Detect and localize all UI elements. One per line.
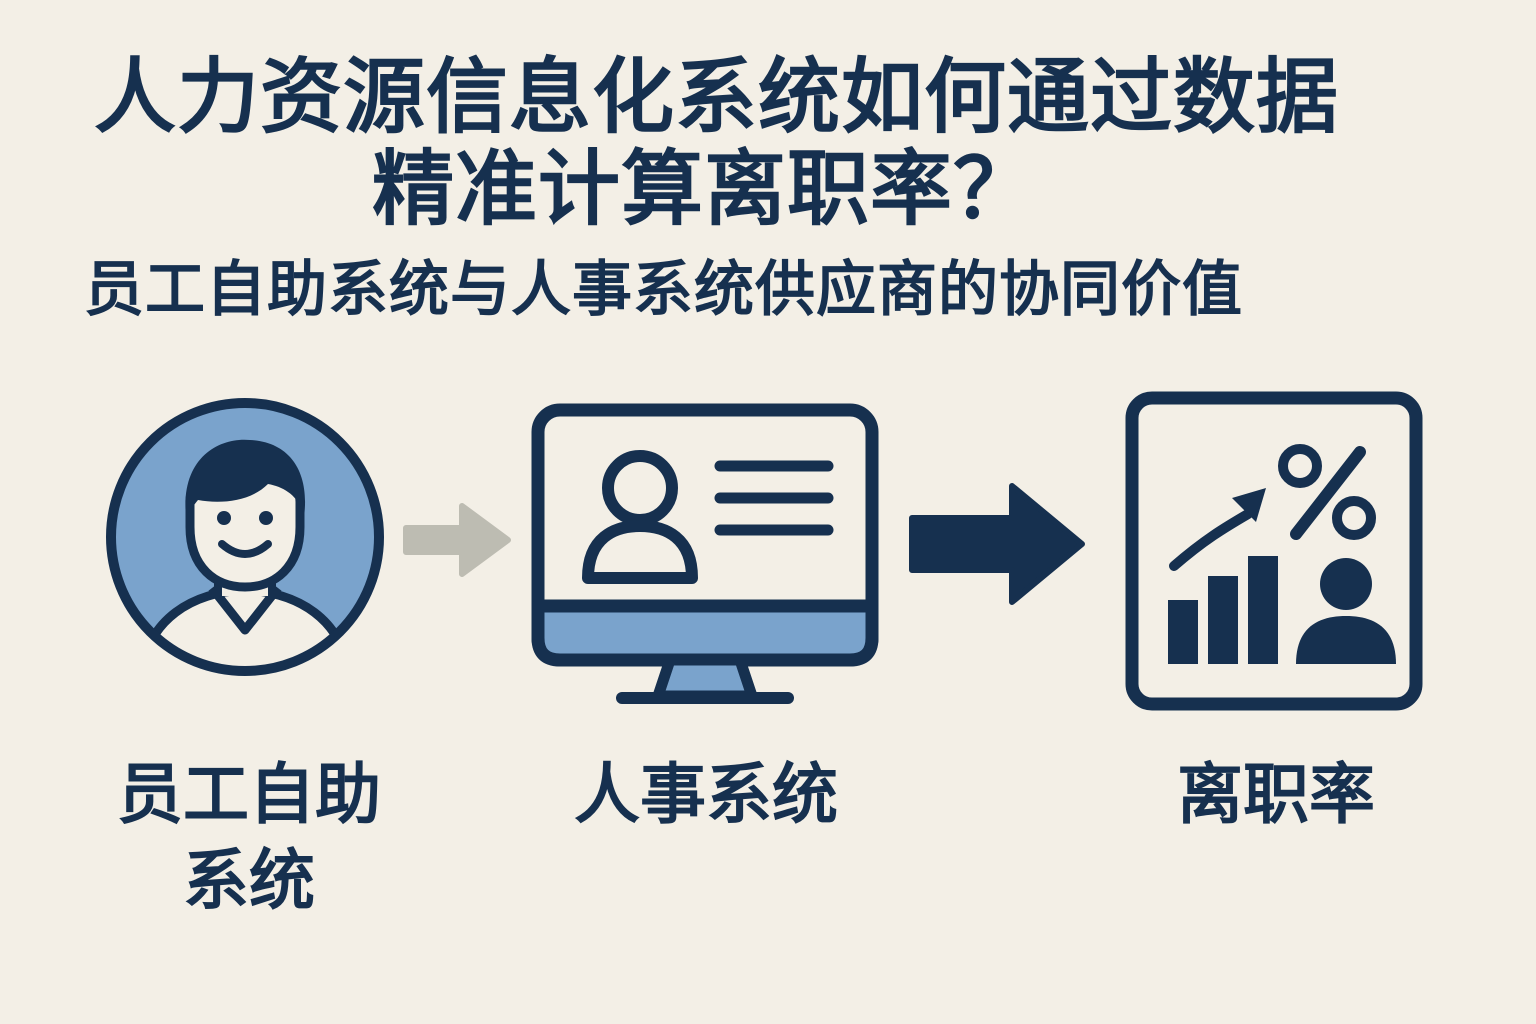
label-employee-self-service-line1: 员工自助 bbox=[117, 756, 381, 833]
arrow-right-bold-icon bbox=[909, 483, 1085, 605]
title-line-1: 人力资源信息化系统如何通过数据 bbox=[94, 50, 1340, 145]
label-turnover-rate: 离职率 bbox=[1177, 756, 1375, 833]
subtitle: 员工自助系统与人事系统供应商的协同价值 bbox=[84, 255, 1243, 325]
bar-2 bbox=[1208, 576, 1238, 664]
label-employee-self-service: 员工自助 系统 bbox=[104, 752, 394, 924]
monitor-profile-icon bbox=[531, 403, 879, 704]
bar-4 bbox=[1248, 556, 1278, 664]
label-employee-self-service-line2: 系统 bbox=[183, 842, 315, 919]
bar-1 bbox=[1168, 600, 1198, 664]
employee-avatar-icon bbox=[106, 398, 384, 676]
title-line-2: 精准计算离职率？ bbox=[372, 142, 1037, 237]
chart-percent-icon bbox=[1125, 391, 1423, 711]
arrow-right-light-icon bbox=[403, 503, 511, 577]
label-hr-system: 人事系统 bbox=[574, 756, 838, 833]
